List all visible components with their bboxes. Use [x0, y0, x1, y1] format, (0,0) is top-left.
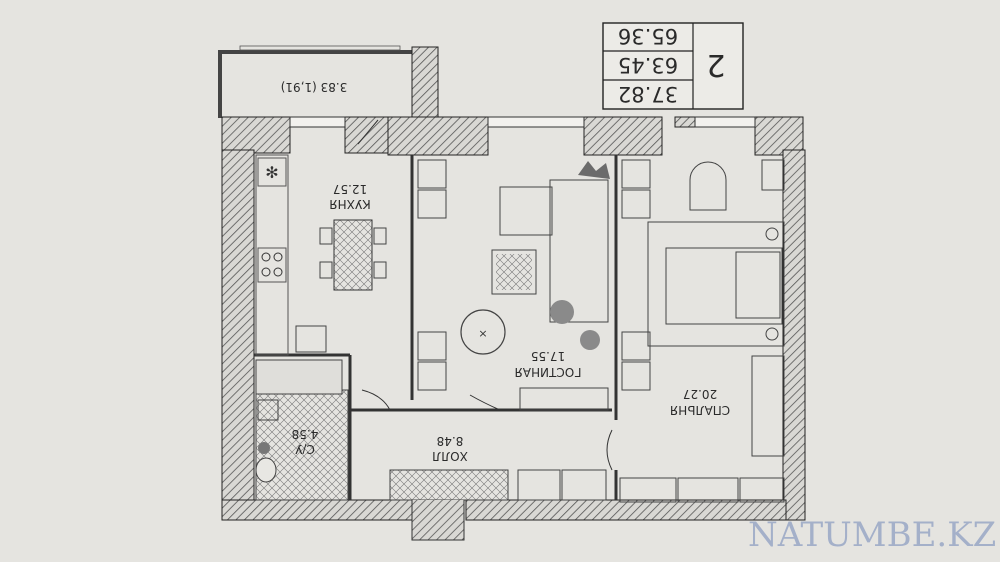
area-value-1: 37.82 — [618, 82, 678, 106]
windows — [289, 116, 756, 128]
bedroom-area: 20.27 — [683, 387, 717, 401]
bathroom: С/У 4.58 — [255, 359, 349, 501]
doors — [357, 119, 613, 471]
fridge-icon: ✻ — [265, 163, 278, 182]
plant-icon — [578, 161, 610, 179]
apartment-type: 2 — [706, 47, 725, 82]
kitchen-name: КУХНЯ — [329, 197, 370, 211]
living-area: 17.55 — [531, 349, 565, 363]
hall: ХОЛЛ 8.48 — [389, 434, 785, 541]
balcony: 3.83 (1,91) — [218, 45, 412, 118]
watermark: NATUMBE.KZ — [748, 515, 996, 555]
bedroom: СПАЛЬНЯ 20.27 — [621, 159, 785, 457]
area-value-3: 65.36 — [618, 24, 678, 48]
bathroom-name: С/У — [294, 442, 314, 456]
balcony-area: 3.83 (1,91) — [281, 80, 348, 94]
bedroom-name: СПАЛЬНЯ — [670, 403, 730, 417]
kitchen: ✻ КУХНЯ 12.57 — [255, 154, 387, 356]
living-name: ГОСТИНАЯ — [514, 365, 581, 379]
walls — [221, 46, 806, 521]
area-value-2: 63.45 — [618, 53, 678, 77]
hall-name: ХОЛЛ — [432, 449, 468, 463]
svg-text:×: × — [478, 327, 487, 340]
area-table: 65.36 63.45 37.82 2 — [602, 22, 744, 110]
hall-area: 8.48 — [437, 434, 464, 448]
living-room: × ГОСТИНАЯ 17.55 — [417, 159, 610, 411]
bathroom-area: 4.58 — [292, 427, 319, 441]
kitchen-area: 12.57 — [333, 182, 367, 196]
